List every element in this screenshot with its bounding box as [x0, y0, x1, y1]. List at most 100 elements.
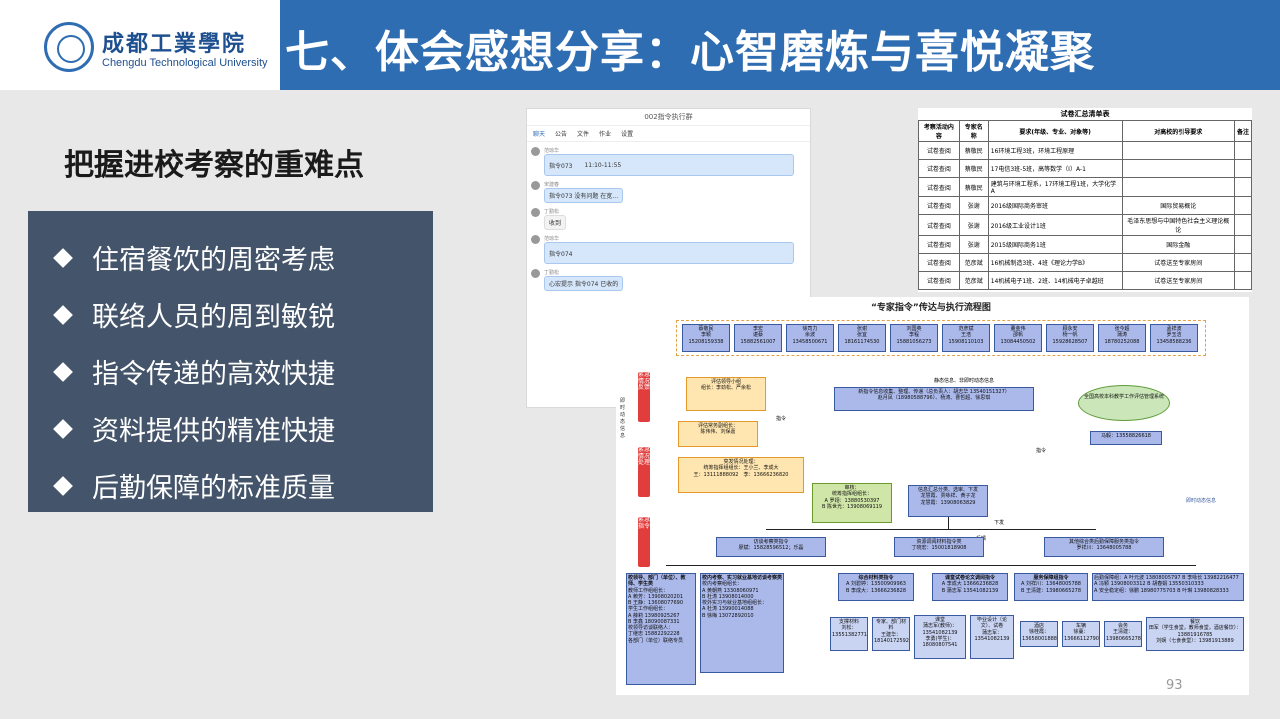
chat-tab: 文件	[577, 131, 590, 138]
school-name-cn: 成都工業學院	[102, 31, 247, 57]
slide-header: 成都工業學院 Chengdu Technological University …	[0, 0, 1280, 90]
chat-sender: 范琼华	[544, 236, 560, 242]
diamond-bullet-icon	[53, 418, 73, 439]
feedback-label: 紧急情况反馈	[638, 371, 650, 422]
university-seal-icon	[44, 22, 94, 72]
chat-message: 丁勤松 心宏提示 指令074 已收的	[531, 269, 806, 291]
group-box-logistics: 其他综合类后勤保障服务类指令罗祥川：13648005788	[1044, 537, 1164, 557]
leaf-box: 餐饮 田军（学生食堂，教师食堂，酒店餐饮）：13881916785 刘娴（七食食…	[1146, 617, 1244, 651]
left-vertical-label: 即时动态信息	[620, 398, 626, 439]
chat-tab: 作业	[599, 131, 612, 138]
audit-box: 审核： 统筹指挥组组长： A 罗翊：13880530397 B 陈世光：1390…	[812, 483, 892, 523]
avatar	[531, 208, 540, 217]
avatar	[531, 269, 540, 278]
diamond-bullet-icon	[53, 361, 73, 382]
leaf-box: 专家、部门材料 王建华：18140172592	[872, 617, 910, 651]
dispatch-down-label: 下发	[994, 520, 1005, 526]
subgroup-box: 校内考察、实习就业基地访谈考察类 校内考察组组长： A 黄朝燕 13308060…	[700, 573, 784, 673]
diamond-bullet-icon	[53, 304, 73, 325]
subgroup-box: 课堂试卷论文调阅指令 A 李成大 13666236828 B 蒲志军 13541…	[932, 573, 1008, 601]
diamond-bullet-icon	[53, 247, 73, 268]
subgroup-box: 服务保障组指令 A 刘祥川：13648005788 B 王清建：13980665…	[1014, 573, 1088, 601]
dynamic-info-label: 即时动态信息	[1186, 498, 1217, 504]
table-row: 试卷查阅蔡敬民建筑与环境工程系，17环境工程1班，大学化学A	[918, 177, 1252, 197]
bullet-item: 指令传递的高效快捷	[53, 343, 433, 400]
emergency-label: 紧急情况处理	[638, 446, 650, 497]
avatar	[531, 147, 540, 156]
slide-title: 七、体会感想分享：心智磨炼与喜悦凝聚	[285, 27, 1095, 78]
subgroup-box: 综合材料类指令 A 刘碧婷：13500909963 B 李成大：13666236…	[838, 573, 914, 601]
chat-message: 范琼华 指令074	[531, 235, 806, 264]
connector-line	[666, 565, 1196, 566]
leaf-box: 课堂 蒲志军(教师)：13541082139 李勇(学生)：1808080754…	[914, 615, 966, 659]
bullet-item: 资料提供的精准快捷	[53, 400, 433, 457]
chat-bubble: 收到	[544, 215, 567, 230]
chat-bubble: 心宏提示 指令074 已收的	[544, 276, 624, 291]
platform-ellipse: 全国高校本科教学工作评估管理系统	[1078, 385, 1170, 421]
chat-tabs: 聊天 公告 文件 作业 设置	[527, 126, 810, 142]
dispatch-box: 信息汇总分类、选审、下发 龙慧霞、贾咏祥、黄子龙 龙慧霞：13908063829	[908, 485, 988, 517]
bullet-item: 住宿餐饮的周密考虑	[53, 229, 433, 286]
instruction-label-2: 指令	[776, 416, 787, 422]
group-box-interview: 访谈考察类指令廖斌：15828596512；乐磊	[716, 537, 826, 557]
leaf-box: 车辆 徐蔓：13666112790	[1062, 621, 1100, 647]
group-box-materials: 资源调阅材料指令类丁晓宏：15001818908	[894, 537, 984, 557]
urgent-instruction-label: 紧急指令	[638, 516, 650, 567]
chat-sender: 范琼华	[544, 148, 560, 154]
chat-sender: 丁勤松	[544, 270, 560, 276]
leaf-box: 会务 王清建：13980665278	[1104, 621, 1142, 647]
chat-sender: 宋建春	[544, 182, 560, 188]
exam-paper-table-image: 试卷汇总清单表 考察活动内容 专家名称 要求(年级、专业、对象等) 对高校的引导…	[918, 108, 1252, 292]
connector-line	[766, 529, 1096, 530]
leaf-box: 支撑材料 刘松：13551382771	[830, 617, 868, 651]
chat-title: 002指令执行群	[527, 109, 810, 126]
leaf-box: 毕业设计（论文）、试卷 蒲志军：13541082139	[970, 615, 1014, 659]
chat-bubble: 指令073 没有问题 在宽…	[544, 188, 624, 203]
connector-line	[948, 517, 949, 529]
info-collect-box: 新指令信息收集、整理、传递（总负责人：胡志华 13540151327） 赵月凤（…	[834, 387, 1034, 411]
diamond-bullet-icon	[53, 475, 73, 496]
emergency-box: 突发情况处理： 统筹指挥组组长：王小兰、李成大 王：13111888092 李：…	[678, 457, 804, 493]
chat-tab: 设置	[621, 131, 634, 138]
page-number: 93	[1166, 678, 1183, 693]
subgroup-box: 后勤保障组：A 叶元波 13808005797 B 李咏长 1398221647…	[1092, 573, 1244, 601]
flowchart-title: “专家指令”传达与执行流程图	[871, 303, 991, 313]
chat-tab: 聊天	[533, 131, 546, 138]
section-subtitle: 把握进校考察的重难点	[64, 148, 364, 183]
avatar	[531, 181, 540, 190]
chat-bubble: 指令074	[544, 242, 794, 264]
bullet-item: 后勤保障的标准质量	[53, 457, 433, 514]
school-name-en: Chengdu Technological University	[102, 57, 268, 69]
chat-message: 丁勤松 收到	[531, 208, 806, 230]
leaf-box: 酒店 徐桂霞：13658001888	[1020, 621, 1058, 647]
university-logo: 成都工業學院 Chengdu Technological University	[0, 0, 280, 90]
expert-row-frame	[676, 320, 1206, 356]
exam-paper-table: 考察活动内容 专家名称 要求(年级、专业、对象等) 对高校的引导要求 备注 试卷…	[918, 120, 1252, 290]
deputy-leader-box: 评估常务副组长： 陈伟伟、刘保嘉	[678, 421, 758, 447]
instruction-label: 指令	[1036, 448, 1047, 454]
bullet-item: 联络人员的周到敏锐	[53, 286, 433, 343]
platform-contact-box: 马毅：13558826618	[1090, 431, 1162, 445]
subgroup-box: 校领导、部门（单位）、教师、学生类 教师工作组组长： A 赖芳：13908020…	[626, 573, 696, 685]
avatar	[531, 235, 540, 244]
chat-tab: 公告	[555, 131, 568, 138]
chat-message: 宋建春 指令073 没有问题 在宽…	[531, 181, 806, 203]
